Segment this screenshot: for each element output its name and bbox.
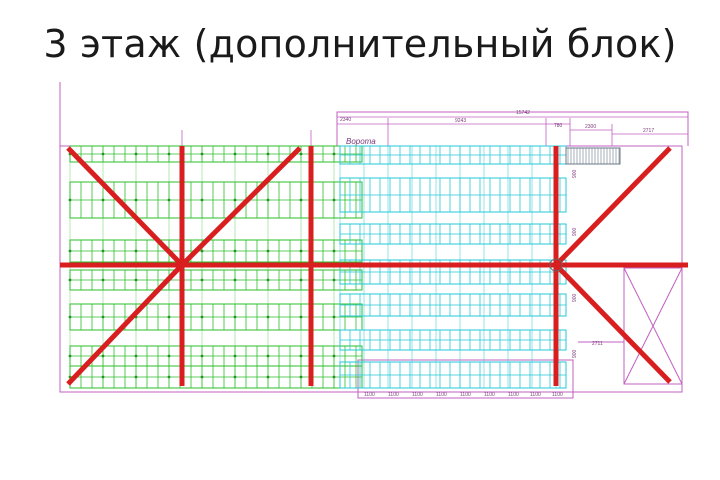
dim-label: 780 bbox=[554, 123, 563, 129]
dim-label: 1100 bbox=[412, 392, 423, 398]
stair-block bbox=[565, 147, 621, 165]
diagonal-beam bbox=[554, 263, 672, 384]
dim-label: 1100 bbox=[484, 392, 495, 398]
diagonal-beam bbox=[66, 146, 184, 267]
primary-beams bbox=[60, 146, 688, 386]
right-annex bbox=[623, 267, 683, 385]
right-dimension-labels: 900 900 900 900 2711 bbox=[572, 169, 603, 358]
dim-label: 1100 bbox=[364, 392, 375, 398]
dim-label: 900 bbox=[572, 227, 578, 236]
top-dimension-labels: 2340 15742 9243 780 2300 2717 bbox=[340, 110, 654, 134]
top-dimension-frame bbox=[336, 111, 689, 146]
slide-title: 3 этаж (дополнительный блок) bbox=[43, 22, 677, 66]
dim-label: 1100 bbox=[388, 392, 399, 398]
junction-hub bbox=[549, 258, 563, 272]
diagonal-beam bbox=[180, 146, 302, 267]
dim-label: 1100 bbox=[552, 392, 563, 398]
dim-label: 1100 bbox=[460, 392, 471, 398]
dim-label: 900 bbox=[572, 349, 578, 358]
main-outline bbox=[59, 145, 683, 393]
right-annex-diag-b bbox=[623, 267, 683, 385]
bottom-dimension-labels: 1100 1100 1100 1100 1100 1100 1100 1100 … bbox=[364, 392, 563, 398]
diagonal-beam bbox=[554, 146, 672, 267]
dim-label: 9243 bbox=[455, 118, 466, 124]
bottom-annex bbox=[357, 359, 574, 399]
dim-label: 900 bbox=[572, 169, 578, 178]
dim-label: 2340 bbox=[340, 117, 351, 123]
dim-label: 1100 bbox=[508, 392, 519, 398]
top-dimension-lines bbox=[337, 116, 688, 146]
dim-label: 1100 bbox=[436, 392, 447, 398]
dim-label: 900 bbox=[572, 293, 578, 302]
diagonal-beam bbox=[66, 263, 184, 386]
dim-label: 2300 bbox=[585, 124, 596, 130]
dim-label: 1100 bbox=[530, 392, 541, 398]
stair-outline bbox=[565, 147, 621, 165]
dim-label: 2711 bbox=[592, 341, 603, 347]
gate-label: Ворота bbox=[346, 137, 376, 146]
dim-label: 2717 bbox=[643, 128, 654, 134]
dim-label: 15742 bbox=[516, 110, 530, 116]
guide-lines bbox=[181, 130, 312, 146]
